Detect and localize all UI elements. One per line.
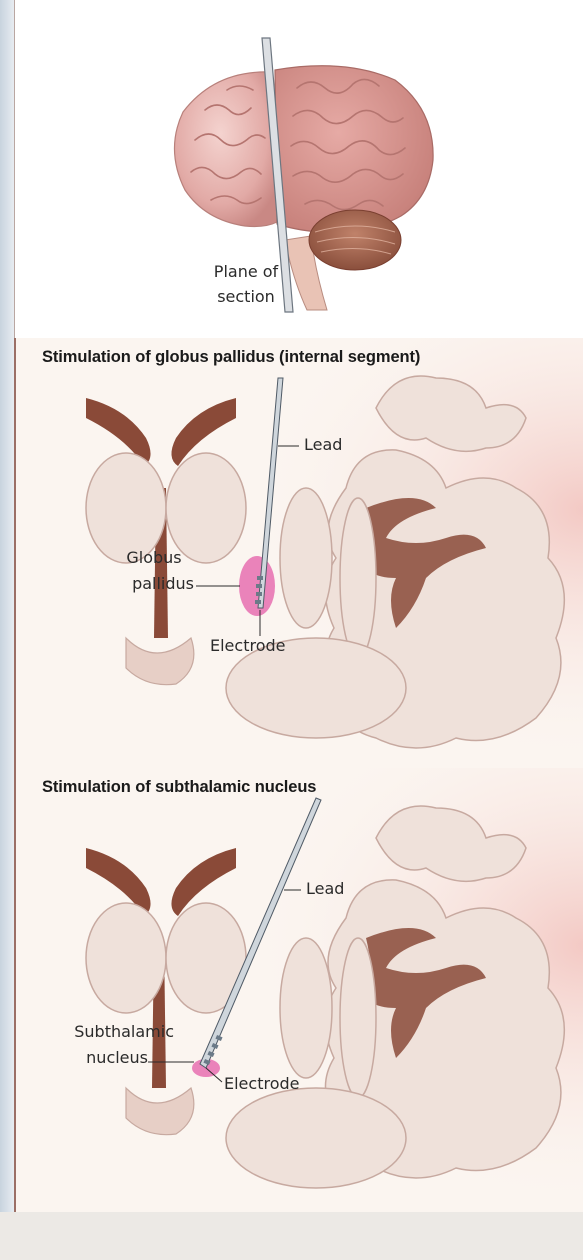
gp-coronal-section bbox=[16, 338, 583, 768]
temporal-lobe bbox=[226, 1088, 406, 1188]
insula bbox=[340, 938, 376, 1098]
gp-target-label-line2: pallidus bbox=[114, 574, 194, 594]
gp-panel-title: Stimulation of globus pallidus (internal… bbox=[42, 348, 420, 367]
gp-electrode-label: Electrode bbox=[210, 636, 285, 656]
stn-target-label-line2: nucleus bbox=[64, 1048, 148, 1068]
putamen bbox=[280, 488, 332, 628]
cerebrum-left bbox=[174, 72, 277, 227]
left-margin-strip bbox=[0, 0, 14, 1260]
caudate-left bbox=[86, 453, 166, 563]
subthalamic-nucleus-panel: Stimulation of subthalamic nucleus Lead … bbox=[14, 768, 583, 1214]
plane-label-line1: Plane of bbox=[201, 262, 291, 282]
stn-electrode-label: Electrode bbox=[224, 1074, 299, 1094]
stn-coronal-section bbox=[16, 768, 583, 1212]
bottom-margin-strip bbox=[0, 1212, 583, 1260]
insula bbox=[340, 498, 376, 658]
gp-lead-label: Lead bbox=[304, 435, 342, 455]
stn-target-label-line1: Subthalamic bbox=[64, 1022, 174, 1042]
brain-overview-panel: Plane of section bbox=[14, 0, 583, 338]
cerebellum bbox=[309, 210, 401, 270]
caudate-left bbox=[86, 903, 166, 1013]
gp-target-label-line1: Globus bbox=[114, 548, 194, 568]
putamen bbox=[280, 938, 332, 1078]
thalamus-right bbox=[166, 453, 246, 563]
brain-illustration bbox=[15, 0, 583, 338]
plane-label-line2: section bbox=[201, 287, 291, 307]
stn-panel-title: Stimulation of subthalamic nucleus bbox=[42, 778, 316, 797]
globus-pallidus-panel: Stimulation of globus pallidus (internal… bbox=[14, 338, 583, 768]
stn-lead-label: Lead bbox=[306, 879, 344, 899]
